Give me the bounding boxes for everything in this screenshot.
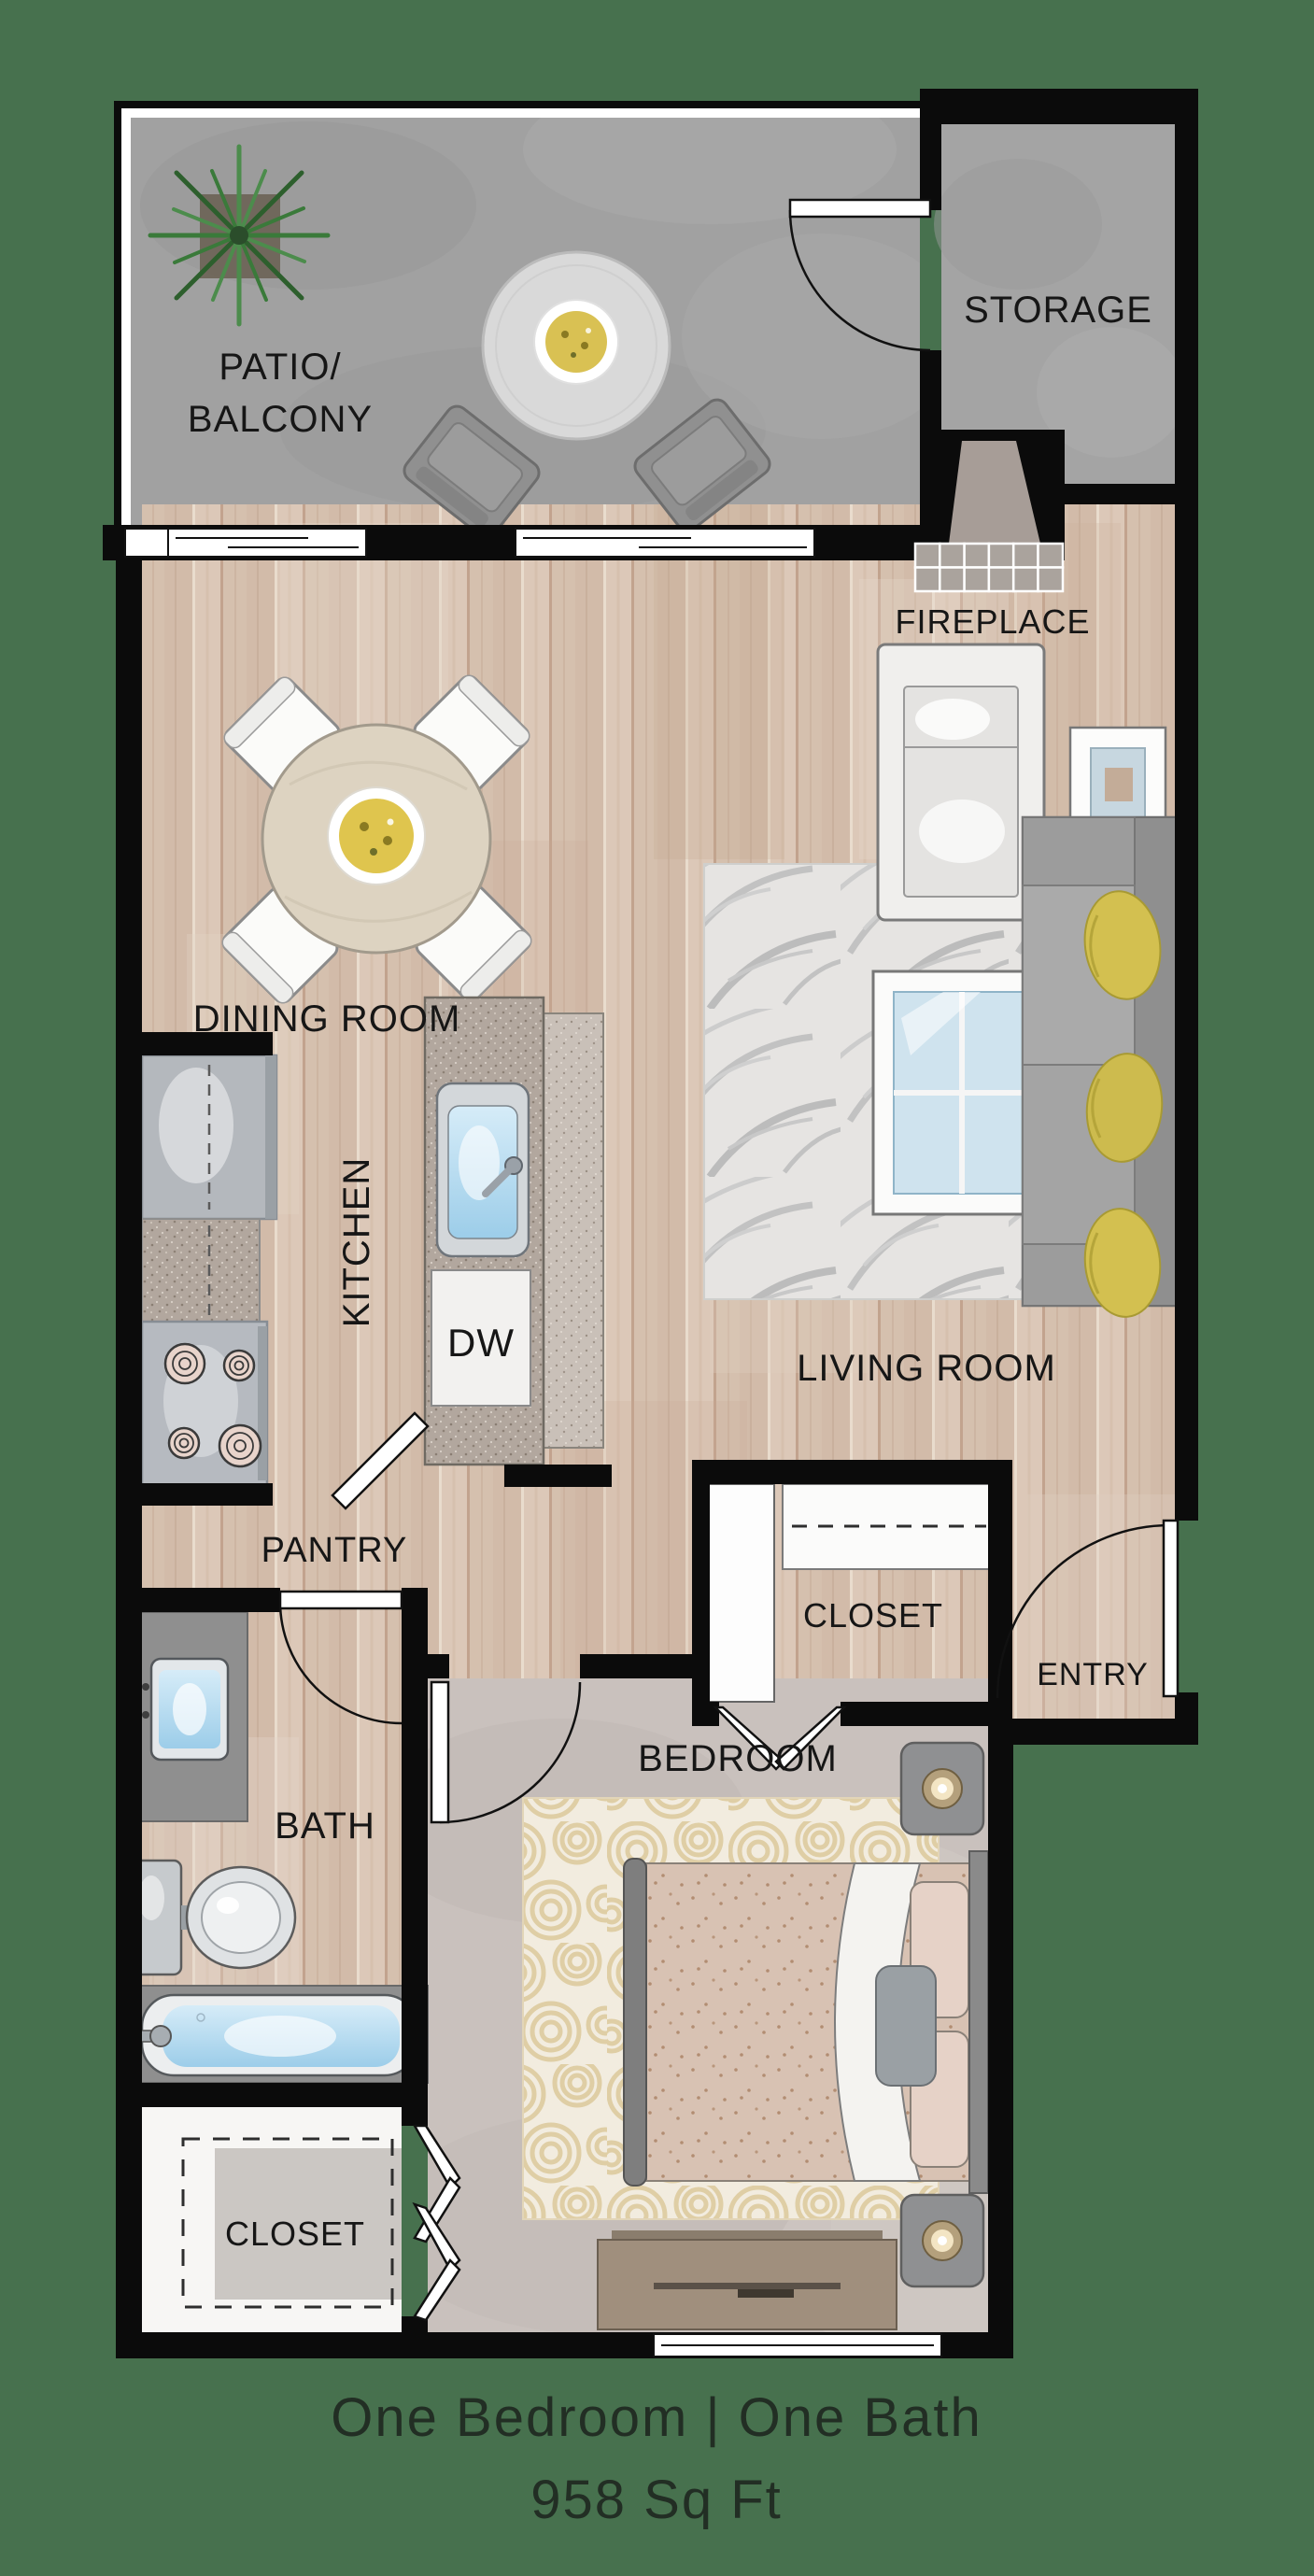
bedroom-door (430, 1680, 582, 1824)
bedroom-closet-interior (142, 2107, 402, 2332)
plant-icon (148, 144, 331, 327)
refrigerator-icon (140, 1054, 278, 1221)
dishwasher-icon: DW (431, 1269, 531, 1407)
patio-label-line2: BALCONY (188, 399, 373, 440)
bath-door (278, 1590, 403, 1725)
entry-door (996, 1519, 1180, 1699)
kitchen-label: KITCHEN (336, 1157, 377, 1328)
bath-vanity (130, 1611, 248, 1822)
entry-label: ENTRY (1037, 1657, 1149, 1692)
patio-table-icon (481, 250, 671, 441)
kitchen-island: DW (423, 996, 604, 1466)
bed-icon (623, 1850, 989, 2194)
windows (124, 528, 942, 2357)
hall-closet-door (713, 1706, 847, 1771)
coffee-table-icon (871, 970, 1053, 1216)
nightstand-icon (899, 1741, 985, 1836)
armchair-icon (876, 643, 1046, 922)
hall-closet-label: CLOSET (803, 1596, 943, 1635)
bedroom-closet-label: CLOSET (225, 2215, 365, 2253)
sofa-pillows (1083, 890, 1164, 1318)
dining-window (167, 528, 367, 558)
bedroom-window (653, 2333, 942, 2357)
doors (278, 198, 1180, 2322)
kitchen-sink-icon (435, 1082, 530, 1258)
nightstand-icon (899, 2193, 985, 2288)
kitchen-angled-door (331, 1411, 430, 1510)
fireplace-icon (913, 441, 1065, 593)
storage-label: STORAGE (964, 290, 1152, 331)
dining-room-label: DINING ROOM (193, 998, 461, 1040)
bath-label: BATH (275, 1805, 375, 1847)
dishwasher-label: DW (447, 1321, 515, 1365)
pantry-label: PANTRY (261, 1531, 408, 1570)
kitchen-counter (141, 1218, 261, 1323)
bedroom-closet-bifold-doors (412, 2124, 461, 2322)
patio-sliding-door (515, 528, 815, 558)
fireplace-label: FIREPLACE (895, 602, 1090, 641)
footer-line1: One Bedroom | One Bath (331, 2387, 982, 2448)
dresser-icon (597, 2230, 897, 2330)
stove-icon (140, 1320, 269, 1487)
storage-door (788, 198, 932, 352)
bathtub-icon (130, 1985, 429, 2084)
dining-table-icon (261, 723, 492, 955)
toilet-icon (131, 1859, 297, 1976)
patio-chair-icon (633, 398, 771, 532)
living-room-label: LIVING ROOM (797, 1348, 1056, 1389)
footer-line2: 958 Sq Ft (530, 2470, 782, 2530)
sofa-icon (1021, 815, 1180, 1318)
patio-wall-lining (121, 108, 920, 525)
patio-chair-icon (403, 404, 541, 539)
bedroom-label: BEDROOM (638, 1738, 838, 1779)
patio-label-line1: PATIO/ (219, 347, 341, 388)
storage-floor (934, 124, 1186, 484)
